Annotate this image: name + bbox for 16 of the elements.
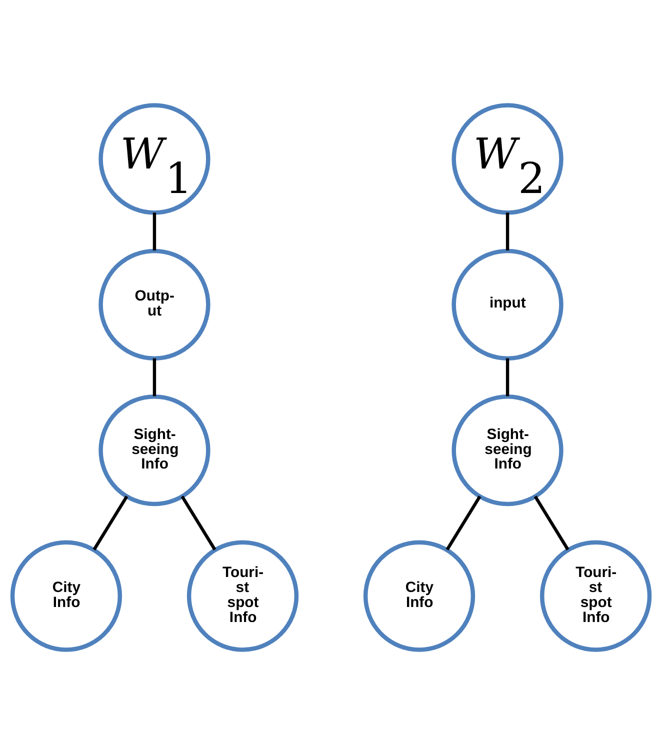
node-circle: input	[452, 248, 564, 360]
node-circle: Sight- seeing Info	[98, 394, 210, 506]
connector	[506, 358, 510, 396]
connector	[506, 212, 510, 250]
node-circle: Touri- st spot Info	[540, 540, 652, 652]
connector	[92, 495, 128, 550]
connector	[534, 495, 570, 550]
connector	[152, 358, 156, 396]
node-circle: City Info	[363, 540, 476, 652]
node-circle: Outp- ut	[98, 248, 210, 360]
node-circle: City Info	[10, 540, 122, 652]
connector	[152, 212, 156, 250]
node-circle: Touri- st spot Info	[186, 540, 299, 652]
connector	[446, 495, 482, 550]
connector	[180, 495, 216, 550]
node-circle: Sight- seeing Info	[452, 394, 564, 506]
